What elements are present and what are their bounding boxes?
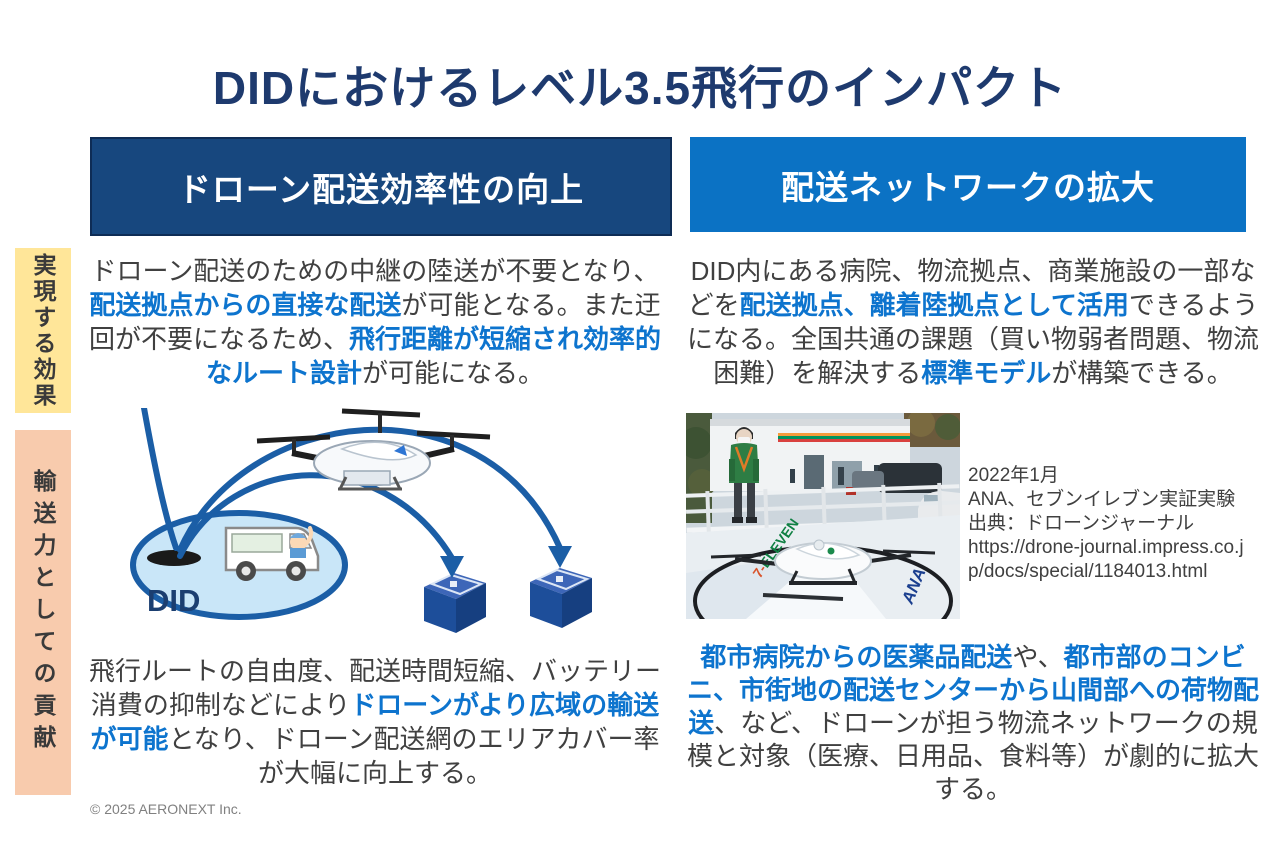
arrowheads — [440, 546, 572, 578]
header-right-label: 配送ネットワークの拡大 — [781, 168, 1155, 206]
caption-source: 出典：ドローンジャーナル — [968, 513, 1195, 534]
caption-event: ANA、セブンイレブン実証実験 — [968, 489, 1236, 510]
paragraph-left-effect: ドローン配送のための中継の陸送が不要となり、配送拠点からの直接な配送が可能となる… — [88, 256, 662, 388]
drone-logo — [394, 445, 407, 456]
droneport-photo: 7-ELEVEN ANA — [686, 413, 960, 619]
caption-url: https://drone-journal.impress.co.jp/docs… — [968, 537, 1244, 582]
drone-icon — [256, 408, 491, 491]
photo-drone — [710, 539, 936, 601]
photo-caption: 2022年1月 ANA、セブンイレブン実証実験 出典：ドローンジャーナル htt… — [968, 464, 1258, 584]
paragraph-left-contribution: 飛行ルートの自由度、配送時間短縮、バッテリー消費の抑制などによりドローンがより広… — [88, 656, 661, 788]
staff-person — [729, 427, 759, 523]
takeoff-spot — [147, 550, 201, 566]
caption-date: 2022年1月 — [968, 465, 1059, 486]
copyright-notice: © 2025 AERONEXT Inc. — [90, 801, 242, 817]
header-left-label: ドローン配送効率性の向上 — [177, 170, 585, 208]
delivery-truck-icon — [224, 526, 320, 581]
package-icon-far — [530, 568, 592, 628]
paragraph-right-effect: DID内にある病院、物流拠点、商業施設の一部などを配送拠点、離着陸拠点として活用… — [686, 256, 1259, 388]
page-title: DIDにおけるレベル3.5飛行のインパクト — [212, 62, 1068, 114]
row-label-contribution: 輸送力としての貢献 — [15, 430, 71, 795]
did-zone-label: DID — [147, 583, 200, 618]
drone-delivery-illustration: DID — [130, 408, 592, 633]
row-label-effect: 実現する効果 — [15, 248, 71, 413]
header-left-column: ドローン配送効率性の向上 — [90, 137, 672, 236]
flight-route-arrows — [141, 408, 563, 561]
header-right-column: 配送ネットワークの拡大 — [690, 137, 1246, 232]
driver-waving — [290, 526, 314, 558]
paragraph-right-contribution: 都市病院からの医薬品配送や、都市部のコンビニ、市街地の配送センターから山間部への… — [686, 642, 1259, 804]
package-icon-near — [424, 573, 486, 633]
